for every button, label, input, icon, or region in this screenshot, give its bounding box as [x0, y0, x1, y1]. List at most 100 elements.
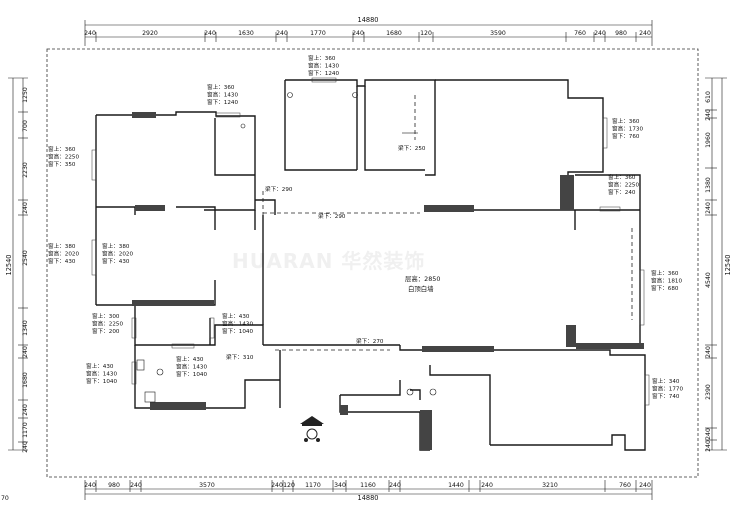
bottom-dim-label: 240	[271, 482, 283, 489]
right-dimension-labels: 610 240 1960 1380 240 4540 240 2390 240 …	[705, 91, 712, 452]
top-dim-label: 2920	[142, 30, 158, 37]
right-dim-label: 610	[705, 91, 712, 103]
bottom-dim-label: 1160	[360, 482, 376, 489]
right-dim-label: 1960	[705, 132, 712, 148]
top-dim-label: 1770	[310, 30, 326, 37]
right-total-dimension: 12540	[724, 255, 732, 276]
window-note-line: 窗下：1040	[176, 370, 207, 378]
top-dimension-labels: 240 2920 240 1630 240 1770 240 1680 120 …	[84, 30, 651, 37]
structural-blocks	[132, 112, 644, 450]
window-note-line: 窗下：760	[612, 132, 640, 140]
window-note-line: 窗高：1730	[612, 125, 643, 133]
window-note-line: 窗上：430	[86, 362, 114, 370]
window-note-line: 窗上：360	[651, 269, 679, 277]
top-dim-label: 240	[594, 30, 606, 37]
watermark: HUARAN 华然装饰	[232, 249, 425, 273]
bottom-dimension-labels: 240 980 240 3570 240 120 1170 340 1160 2…	[84, 482, 651, 489]
left-dim-label: 240	[22, 441, 29, 453]
window-note-line: 窗上：380	[48, 242, 76, 250]
window-note-line: 窗高：1430	[207, 91, 238, 99]
beams	[262, 95, 633, 351]
bottom-dim-label: 340	[334, 482, 346, 489]
window-note-line: 窗下：1040	[222, 327, 253, 335]
window-note-line: 窗高：2250	[608, 181, 639, 189]
bottom-total-dimension: 14880	[358, 494, 379, 502]
fixtures	[136, 92, 437, 403]
right-dim-label: 4540	[705, 272, 712, 288]
window-note-line: 窗高：2250	[48, 153, 79, 161]
left-total-dimension: 12540	[5, 255, 13, 276]
bottom-dim-label: 240	[84, 482, 96, 489]
right-dim-label: 240	[705, 109, 712, 121]
top-dim-label: 240	[204, 30, 216, 37]
window-note-line: 窗高：1810	[651, 277, 682, 285]
top-dim-label: 1630	[238, 30, 254, 37]
beam-label: 梁下：250	[398, 144, 426, 152]
window-note-line: 窗高：1430	[222, 320, 253, 328]
beam-label: 梁下：270	[356, 337, 384, 345]
window-note-line: 窗下：430	[48, 257, 76, 265]
window-note-line: 窗下：1240	[207, 98, 238, 106]
window-note-line: 窗上：380	[102, 242, 130, 250]
left-dim-label: 700	[22, 120, 29, 132]
right-dim-label: 240	[705, 428, 712, 440]
beam-label: 梁下：310	[226, 353, 254, 361]
right-dim-label: 240	[705, 202, 712, 214]
window-note-line: 窗高：1430	[86, 370, 117, 378]
right-dim-label: 2390	[705, 384, 712, 400]
top-dim-label: 240	[352, 30, 364, 37]
bottom-dim-label: 3210	[542, 482, 558, 489]
window-note-line: 窗下：200	[92, 327, 120, 335]
top-dim-label: 3590	[490, 30, 506, 37]
right-dim-label: 240	[705, 440, 712, 452]
ceiling-finish-label: 白顶白墙	[408, 284, 434, 293]
bottom-dim-label: 760	[619, 482, 631, 489]
window-note-line: 窗高：2020	[48, 250, 79, 258]
left-dim-label: 1340	[22, 320, 29, 336]
top-dim-label: 240	[276, 30, 288, 37]
window-note-line: 窗上：360	[612, 117, 640, 125]
corner-label: 70	[1, 495, 9, 502]
bottom-dim-label: 980	[108, 482, 120, 489]
window-note-line: 窗上：360	[207, 83, 235, 91]
site-boundary	[46, 48, 699, 478]
window-note-line: 窗下：430	[102, 257, 130, 265]
left-dimension-chain	[8, 77, 28, 451]
left-dimension-labels: 1250 700 2230 240 2540 1340 240 1680 240…	[22, 87, 29, 453]
left-dim-label: 1170	[22, 422, 29, 438]
left-dim-label: 2230	[22, 162, 29, 178]
bottom-dim-label: 240	[639, 482, 651, 489]
ceiling-height-label: 层高：2850	[405, 274, 440, 283]
window-note-line: 窗下：740	[652, 392, 680, 400]
top-dimension-chain	[84, 20, 653, 46]
beam-label: 梁下：290	[318, 212, 346, 220]
window-note-line: 窗上：430	[222, 312, 250, 320]
left-dim-label: 1680	[22, 372, 29, 388]
bottom-dim-label: 1440	[448, 482, 464, 489]
bottom-dimension-chain	[84, 480, 653, 500]
bottom-dim-label: 240	[130, 482, 142, 489]
window-note-line: 窗高：2250	[92, 320, 123, 328]
window-note-line: 窗下：1240	[308, 69, 339, 77]
right-dim-label: 240	[705, 346, 712, 358]
window-note-line: 窗上：340	[652, 377, 680, 385]
window-note-line: 窗下：1040	[86, 377, 117, 385]
bottom-dim-label: 1170	[305, 482, 321, 489]
left-dim-label: 240	[22, 346, 29, 358]
top-dim-label: 240	[639, 30, 651, 37]
